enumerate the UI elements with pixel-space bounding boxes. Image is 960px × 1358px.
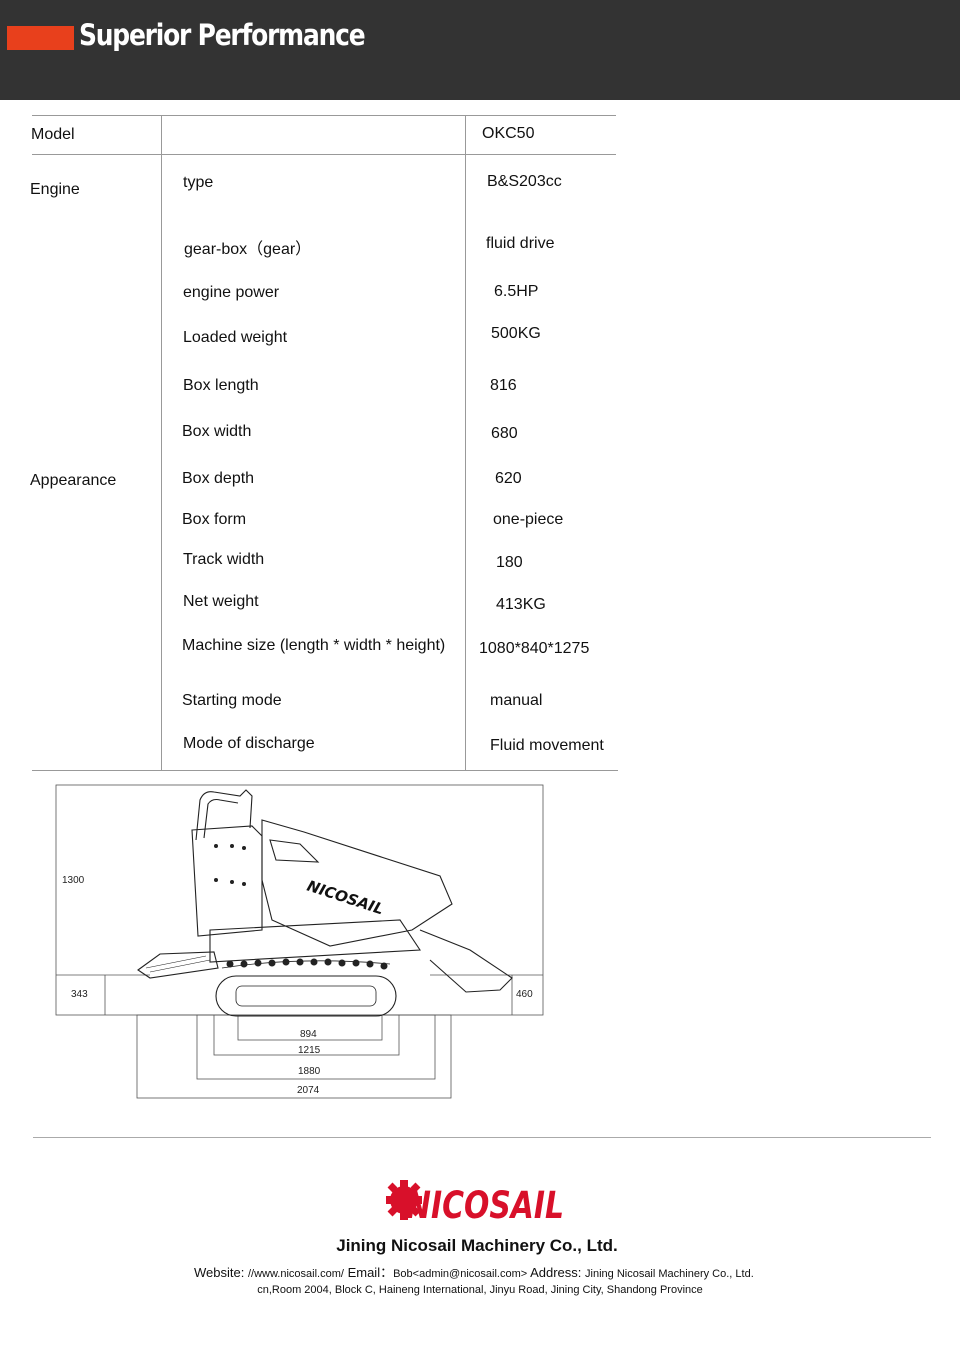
- spec-param: engine power: [183, 284, 280, 301]
- machine-brand-text: NICOSAIL: [305, 877, 386, 919]
- company-logo: NICOSAIL: [386, 1180, 564, 1224]
- table-header-divider: [32, 154, 616, 155]
- spec-param: Net weight: [183, 593, 259, 610]
- spec-value: fluid drive: [486, 235, 555, 252]
- spec-value: 1080*840*1275: [479, 640, 590, 657]
- spec-value: 6.5HP: [494, 283, 539, 300]
- table-top-border: [32, 115, 616, 116]
- company-name: Jining Nicosail Machinery Co., Ltd.: [336, 1236, 618, 1255]
- appearance-label: Appearance: [30, 472, 117, 489]
- spec-param: Mode of discharge: [183, 735, 315, 752]
- website-label: Website:: [194, 1265, 245, 1280]
- spec-value: 413KG: [496, 596, 546, 613]
- address-line-1: Jining Nicosail Machinery Co., Ltd.: [585, 1268, 754, 1280]
- footer-divider: [33, 1137, 931, 1138]
- address-label: Address:: [530, 1265, 582, 1280]
- email-link[interactable]: Bob<admin@nicosail.com>: [393, 1268, 528, 1280]
- model-value: OKC50: [482, 125, 535, 142]
- spec-param: Box length: [183, 377, 259, 394]
- dim-body-length: 1880: [298, 1066, 321, 1077]
- dim-track-inner: 894: [300, 1029, 317, 1040]
- address-line-2: cn,Room 2004, Block C, Haineng Internati…: [257, 1284, 703, 1296]
- spec-value: one-piece: [493, 511, 564, 528]
- dim-height: 1300: [62, 875, 85, 886]
- header-accent-bar: [7, 26, 74, 50]
- spec-value: Fluid movement: [490, 737, 604, 754]
- spec-param: Box form: [182, 511, 247, 528]
- machine-dimension-drawing: NICOSAIL: [55, 784, 544, 1099]
- dim-step-height: 343: [71, 989, 88, 1000]
- email-label: Email：: [347, 1265, 394, 1280]
- model-label: Model: [31, 126, 75, 143]
- spec-value: 500KG: [491, 325, 541, 342]
- page-header: Superior Performance: [0, 0, 960, 100]
- spec-param: Box width: [182, 423, 252, 440]
- page-title: Superior Performance: [79, 18, 366, 52]
- spec-value: 680: [491, 425, 518, 442]
- website-link[interactable]: //www.nicosail.com/: [247, 1268, 344, 1280]
- spec-param: Starting mode: [182, 692, 282, 709]
- spec-param: Track width: [183, 551, 265, 568]
- table-col-divider-1: [161, 115, 162, 771]
- table-col-divider-2: [465, 115, 466, 771]
- dim-track-outer: 1215: [298, 1045, 321, 1056]
- spec-param: type: [183, 174, 214, 191]
- spec-param: gear-box（gear）: [184, 241, 312, 258]
- spec-value: 620: [495, 470, 522, 487]
- table-bottom-border: [32, 770, 618, 771]
- spec-value: 816: [490, 377, 517, 394]
- spec-value: manual: [490, 692, 543, 709]
- spec-value: B&S203cc: [487, 173, 562, 190]
- dim-total-length: 2074: [297, 1085, 320, 1096]
- spec-param: Machine size (length * width * height): [182, 637, 446, 654]
- spec-param: Loaded weight: [183, 329, 288, 346]
- dim-rear-height: 460: [516, 989, 533, 1000]
- spec-param: Box depth: [182, 470, 255, 487]
- contact-line: Website: //www.nicosail.com/ Email：Bob<a…: [194, 1262, 754, 1281]
- engine-label: Engine: [30, 181, 80, 198]
- spec-value: 180: [496, 554, 523, 571]
- logo-wordmark: NICOSAIL: [406, 1184, 564, 1224]
